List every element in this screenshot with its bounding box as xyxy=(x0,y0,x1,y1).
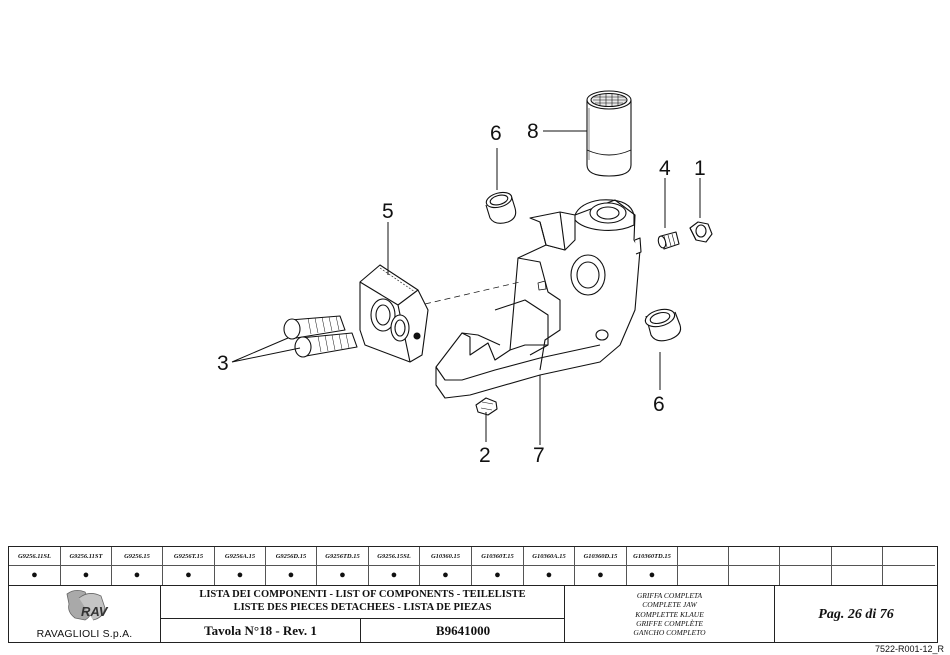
model-column: G9256D.15 ● xyxy=(266,547,317,585)
model-column: G9256.11ST ● xyxy=(61,547,112,585)
model-table: G9256.11SL●G9256.11ST●G9256.15●G9256T.15… xyxy=(9,547,937,585)
model-code: G10360D.15 xyxy=(575,547,626,566)
model-code: G10360TD.15 xyxy=(627,547,677,566)
model-column: G9256TD.15 ● xyxy=(317,547,369,585)
model-applicability-mark: ● xyxy=(545,569,553,581)
drawing-code: B9641000 xyxy=(435,623,491,638)
callout-1: 1 xyxy=(694,157,706,180)
logo-text: RAV xyxy=(81,604,109,619)
callout-6-lower: 6 xyxy=(653,393,665,416)
model-applicability-mark xyxy=(780,566,831,585)
document-reference: 7522-R001-12_R xyxy=(874,644,944,654)
model-code xyxy=(832,547,882,566)
model-applicability-mark xyxy=(729,566,779,585)
model-code: G10360.15 xyxy=(420,547,471,566)
description-en: COMPLETE JAW xyxy=(642,600,697,610)
description-fr: GRIFFE COMPLÈTE xyxy=(636,618,703,628)
description-it: GRIFFA COMPLETA xyxy=(636,591,703,600)
model-code: G10360T.15 xyxy=(472,547,523,566)
model-applicability-mark xyxy=(678,566,728,585)
model-code: G10360A.15 xyxy=(524,547,574,566)
model-code: G9256A.15 xyxy=(215,547,265,566)
table-revision: Tavola N°18 - Rev. 1 xyxy=(161,619,361,643)
model-column xyxy=(832,547,883,585)
model-applicability-mark: ● xyxy=(133,569,141,581)
part-7-jaw-body xyxy=(435,199,642,399)
callout-5: 5 xyxy=(382,200,394,223)
title-line-1: LISTA DEI COMPONENTI - LIST OF COMPONENT… xyxy=(199,589,526,600)
model-applicability-mark: ● xyxy=(648,569,656,581)
model-applicability-mark xyxy=(832,566,882,585)
model-column xyxy=(729,547,780,585)
part-5-block xyxy=(359,264,429,363)
part-1-nut xyxy=(689,221,713,243)
model-column: G9256.15SL ● xyxy=(369,547,420,585)
alignment-line xyxy=(424,281,521,305)
callout-numbers: 8 6 4 1 5 3 6 2 7 xyxy=(217,120,706,467)
model-applicability-mark: ● xyxy=(236,569,244,581)
model-applicability-mark: ● xyxy=(339,569,346,581)
logo-box: RAV RAVAGLIOLI S.p.A. xyxy=(9,586,161,643)
title-block: G9256.11SL●G9256.11ST●G9256.15●G9256T.15… xyxy=(8,546,938,643)
model-column: G10360TD.15 ● xyxy=(627,547,678,585)
description-de: KOMPLETTE KLAUE xyxy=(635,609,704,619)
model-applicability-mark: ● xyxy=(82,569,90,581)
model-code: G9256.15SL xyxy=(369,547,419,566)
model-column xyxy=(780,547,832,585)
model-column: G10360.15 ● xyxy=(420,547,472,585)
model-code: G9256TD.15 xyxy=(317,547,368,566)
part-6-bushing-upper xyxy=(485,191,517,224)
model-column: G9256A.15 ● xyxy=(215,547,266,585)
model-applicability-mark: ● xyxy=(442,569,449,581)
callout-3: 3 xyxy=(217,352,229,375)
description-box: GRIFFA COMPLETA COMPLETE JAW KOMPLETTE K… xyxy=(565,586,775,643)
model-code xyxy=(678,547,728,566)
model-applicability-mark xyxy=(883,566,935,585)
title-line-2: LISTE DES PIECES DETACHEES - LISTA DE PI… xyxy=(233,602,492,613)
callout-2: 2 xyxy=(479,444,491,467)
model-code: G9256T.15 xyxy=(163,547,214,566)
model-code: G9256D.15 xyxy=(266,547,316,566)
company-name: RAVAGLIOLI S.p.A. xyxy=(36,628,133,640)
model-applicability-mark: ● xyxy=(31,569,38,581)
model-column: G9256.15 ● xyxy=(112,547,163,585)
info-row: RAV RAVAGLIOLI S.p.A. LISTA DEI COMPONEN… xyxy=(9,585,937,643)
callout-4: 4 xyxy=(659,157,671,180)
model-code xyxy=(729,547,779,566)
model-column: G9256T.15 ● xyxy=(163,547,215,585)
model-code: G9256.15 xyxy=(112,547,162,566)
model-code: G9256.11ST xyxy=(61,547,111,566)
model-column: G10360D.15 ● xyxy=(575,547,627,585)
part-3-screws xyxy=(283,315,358,358)
model-code xyxy=(883,547,935,566)
model-column xyxy=(883,547,935,585)
model-column: G10360T.15 ● xyxy=(472,547,524,585)
model-applicability-mark: ● xyxy=(390,569,398,581)
model-applicability-mark: ● xyxy=(185,569,192,581)
part-8-rubber-pad xyxy=(586,90,632,177)
leader-lines xyxy=(231,130,701,445)
model-code: G9256.11SL xyxy=(9,547,60,566)
model-column: G9256.11SL ● xyxy=(9,547,61,585)
page-number: Pag. 26 di 76 xyxy=(818,607,894,622)
rav-logo: RAV xyxy=(66,590,109,621)
model-column xyxy=(678,547,729,585)
model-column: G10360A.15 ● xyxy=(524,547,575,585)
model-applicability-mark: ● xyxy=(494,569,501,581)
model-applicability-mark: ● xyxy=(597,569,604,581)
callout-8: 8 xyxy=(527,120,539,143)
callout-7: 7 xyxy=(533,444,545,467)
callout-6-upper: 6 xyxy=(490,122,502,145)
part-6-bushing-lower xyxy=(644,308,682,342)
part-4-grub-screw xyxy=(657,231,680,250)
title-box: LISTA DEI COMPONENTI - LIST OF COMPONENT… xyxy=(161,586,565,643)
exploded-view-drawing: 8 6 4 1 5 3 6 2 7 xyxy=(217,90,713,467)
model-applicability-mark: ● xyxy=(287,569,295,581)
description-es: GANCHO COMPLETO xyxy=(633,628,706,638)
components-title: LISTA DEI COMPONENTI - LIST OF COMPONENT… xyxy=(161,588,564,619)
part-2-grease-nipple xyxy=(475,397,498,416)
model-code xyxy=(780,547,831,566)
